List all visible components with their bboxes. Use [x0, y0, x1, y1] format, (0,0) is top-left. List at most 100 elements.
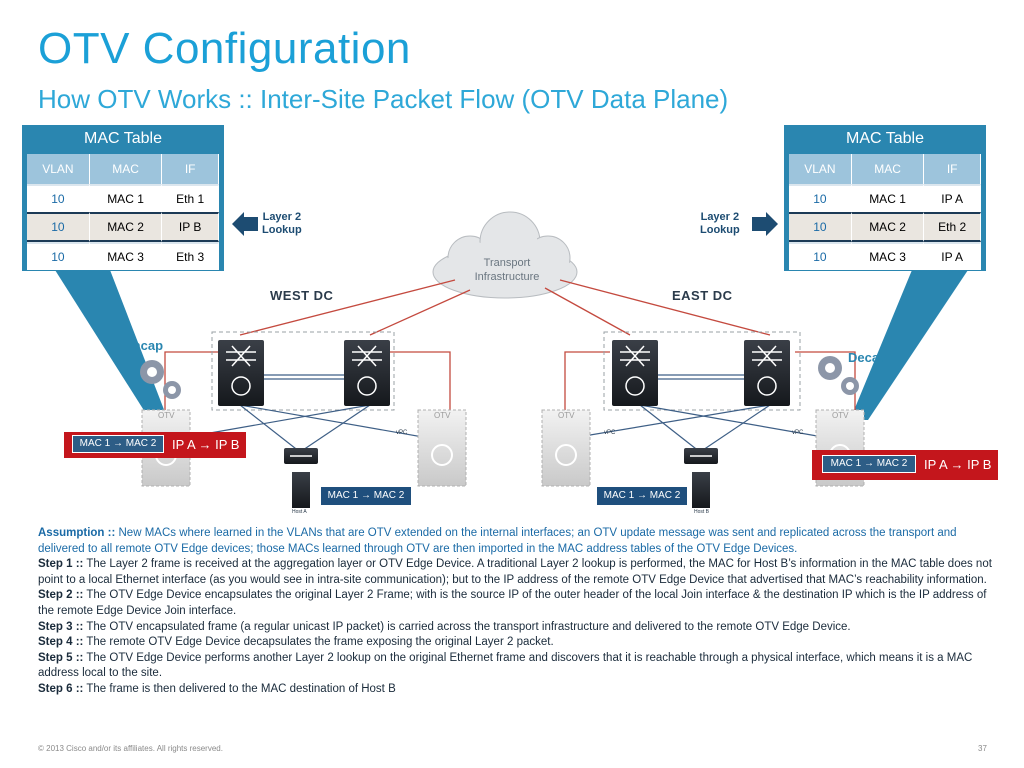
left-mac-table-title: MAC Table [84, 130, 162, 147]
cell-if: Eth 3 [162, 242, 219, 270]
table-row-highlighted: 10 MAC 2 IP B [27, 212, 219, 242]
east-core-box [603, 331, 801, 411]
step-label: Step 2 :: [38, 589, 84, 602]
lookup-line2: Lookup [700, 224, 740, 236]
west-switch-1 [218, 340, 264, 406]
assumption-label: Assumption :: [38, 527, 119, 539]
cell-if: Eth 1 [162, 184, 219, 212]
west-switch-2 [344, 340, 390, 406]
step-label: Step 5 :: [38, 651, 84, 664]
cell-if: IP A [924, 184, 981, 212]
step-paragraph: Step 4 :: The remote OTV Edge Device dec… [38, 635, 996, 651]
otv-label: OTV [558, 411, 575, 420]
lookup-line1: Layer 2 [262, 211, 302, 223]
transport-links [164, 279, 856, 410]
left-lookup-arrow [232, 212, 258, 236]
header-mac: MAC [89, 154, 163, 184]
lookup-line1: Layer 2 [700, 211, 740, 223]
step-text: The frame is then delivered to the MAC d… [83, 682, 396, 695]
table-row: 10 MAC 1 Eth 1 [27, 184, 219, 212]
inner-mac-frame: MAC 1 → MAC 2 [822, 455, 916, 473]
outer-ip-header: IP A → IP B [172, 437, 240, 452]
cloud-line1: Transport [483, 257, 531, 269]
cell-if: IP A [924, 242, 981, 270]
page-number: 37 [978, 744, 987, 753]
east-switch-2 [744, 340, 790, 406]
left-lookup-label: Layer 2 Lookup [262, 211, 302, 237]
encap-label: Encap [124, 338, 164, 353]
header-if: IF [924, 154, 981, 184]
host-a-frame: MAC 1 → MAC 2 [320, 486, 412, 506]
west-core-box [211, 331, 395, 411]
right-mac-table: VLAN MAC IF 10 MAC 1 IP A 10 MAC 2 Eth 2… [789, 154, 981, 270]
encap-frame-left: MAC 1 → MAC 2 IP A → IP B [64, 432, 246, 458]
otv-label: OTV [434, 411, 451, 420]
decap-gear-icon [818, 356, 859, 395]
table-row: 10 MAC 1 IP A [789, 184, 981, 212]
step-label: Step 3 :: [38, 620, 84, 633]
cell-vlan: 10 [27, 242, 90, 270]
explanation-text: Assumption :: New MACs where learned in … [38, 526, 996, 698]
step-label: Step 1 :: [38, 558, 84, 571]
right-mac-table-title: MAC Table [846, 130, 924, 147]
cell-vlan: 10 [789, 212, 852, 242]
table-header-row: VLAN MAC IF [789, 154, 981, 184]
cell-vlan: 10 [27, 212, 90, 242]
vpc-label: vPC [604, 430, 616, 436]
cell-mac: MAC 3 [89, 242, 163, 270]
table-row: 10 MAC 3 Eth 3 [27, 242, 219, 270]
header-vlan: VLAN [789, 154, 852, 184]
cell-vlan: 10 [789, 242, 852, 270]
page-title: OTV Configuration [38, 24, 411, 73]
cell-vlan: 10 [27, 184, 90, 212]
step-paragraph: Step 5 :: The OTV Edge Device performs a… [38, 651, 996, 682]
left-mac-table-panel: MAC Table VLAN MAC IF 10 MAC 1 Eth 1 10 … [22, 125, 224, 271]
cell-mac: MAC 2 [89, 212, 163, 242]
header-mac: MAC [851, 154, 925, 184]
decap-label: Decap [848, 350, 888, 365]
step-label: Step 6 :: [38, 682, 84, 695]
left-callout-beam [55, 270, 168, 420]
cloud-label: Transport Infrastructure [462, 256, 552, 284]
encap-frame-right: MAC 1 → MAC 2 IP A → IP B [812, 450, 998, 480]
header-vlan: VLAN [27, 154, 90, 184]
step-paragraph: Step 1 :: The Layer 2 frame is received … [38, 557, 996, 588]
cell-if: Eth 2 [924, 212, 981, 242]
host-b-server [692, 472, 710, 508]
inner-mac-frame: MAC 1 → MAC 2 [72, 435, 164, 453]
assumption-paragraph: Assumption :: New MACs where learned in … [38, 526, 996, 557]
step-text: The OTV encapsulated frame (a regular un… [83, 620, 851, 633]
access-links [169, 374, 841, 453]
step-paragraph: Step 3 :: The OTV encapsulated frame (a … [38, 620, 996, 636]
step-text: The Layer 2 frame is received at the agg… [38, 558, 992, 586]
east-dc-label: EAST DC [672, 288, 733, 303]
cell-mac: MAC 1 [89, 184, 163, 212]
host-a-label: Host A [292, 509, 307, 515]
host-a-server [292, 472, 310, 508]
otv-device-west-2 [417, 409, 467, 487]
assumption-text: New MACs where learned in the VLANs that… [38, 527, 957, 555]
host-b-frame: MAC 1 → MAC 2 [596, 486, 688, 506]
copyright-text: © 2013 Cisco and/or its affiliates. All … [38, 744, 223, 753]
otv-label: OTV [832, 411, 849, 420]
access-switch-east [684, 448, 718, 464]
step-paragraph: Step 2 :: The OTV Edge Device encapsulat… [38, 588, 996, 619]
otv-device-east-1 [541, 409, 591, 487]
cell-if: IP B [162, 212, 219, 242]
cell-mac: MAC 2 [851, 212, 925, 242]
right-mac-table-panel: MAC Table VLAN MAC IF 10 MAC 1 IP A 10 M… [784, 125, 986, 271]
vpc-label: vPC [792, 430, 804, 436]
right-lookup-arrow [752, 212, 778, 236]
right-callout-beam [850, 270, 968, 420]
host-b-label: Host B [694, 509, 710, 515]
page-subtitle: How OTV Works :: Inter-Site Packet Flow … [38, 84, 729, 114]
left-mac-table: VLAN MAC IF 10 MAC 1 Eth 1 10 MAC 2 IP B… [27, 154, 219, 270]
cloud-line2: Infrastructure [474, 271, 540, 283]
otv-diagram [55, 211, 968, 508]
step-label: Step 4 :: [38, 636, 84, 649]
cell-mac: MAC 1 [851, 184, 925, 212]
table-row: 10 MAC 3 IP A [789, 242, 981, 270]
right-lookup-label: Layer 2 Lookup [700, 211, 740, 237]
cell-vlan: 10 [789, 184, 852, 212]
east-switch-1 [612, 340, 658, 406]
